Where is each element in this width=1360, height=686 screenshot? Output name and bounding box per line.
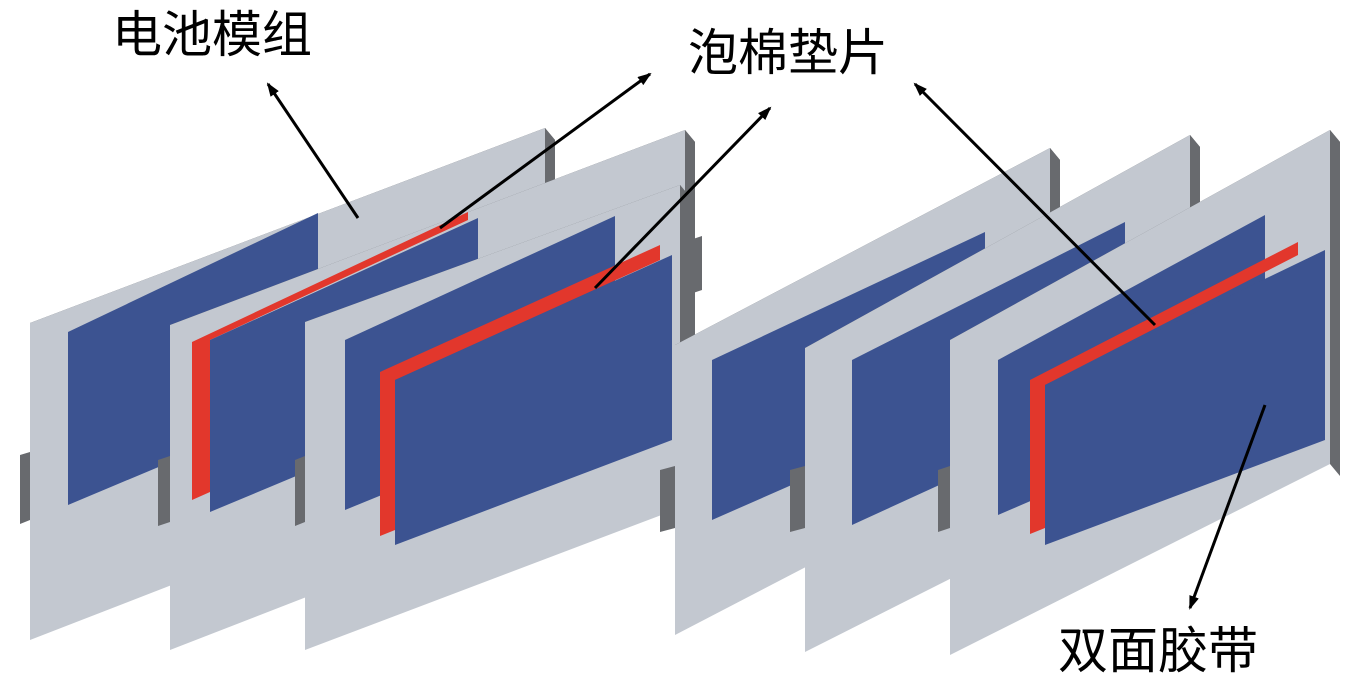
- battery-module-left-3: [295, 185, 702, 650]
- module-tab: [790, 466, 805, 532]
- arrow-double-sided-tape: [1188, 404, 1267, 610]
- arrow-foam-pad-1: [439, 72, 652, 230]
- arrow-foam-pad-3: [913, 82, 1157, 327]
- module-tab: [690, 236, 702, 294]
- module-side-edge: [1330, 130, 1340, 476]
- module-tab: [158, 456, 170, 526]
- module-tab: [295, 456, 305, 526]
- double-sided-tape: [395, 255, 672, 545]
- arrow-foam-pad-2: [593, 106, 772, 290]
- label-foam-pad: 泡棉垫片: [688, 24, 888, 82]
- double-sided-tape: [1045, 250, 1325, 545]
- label-double-sided-tape: 双面胶带: [1058, 622, 1258, 680]
- arrow-battery-module: [266, 82, 360, 219]
- module-tab: [938, 466, 950, 532]
- module-tab: [660, 466, 675, 532]
- module-tab: [20, 452, 30, 524]
- battery-module-right-3: [938, 130, 1340, 655]
- label-battery-module: 电池模组: [112, 6, 312, 64]
